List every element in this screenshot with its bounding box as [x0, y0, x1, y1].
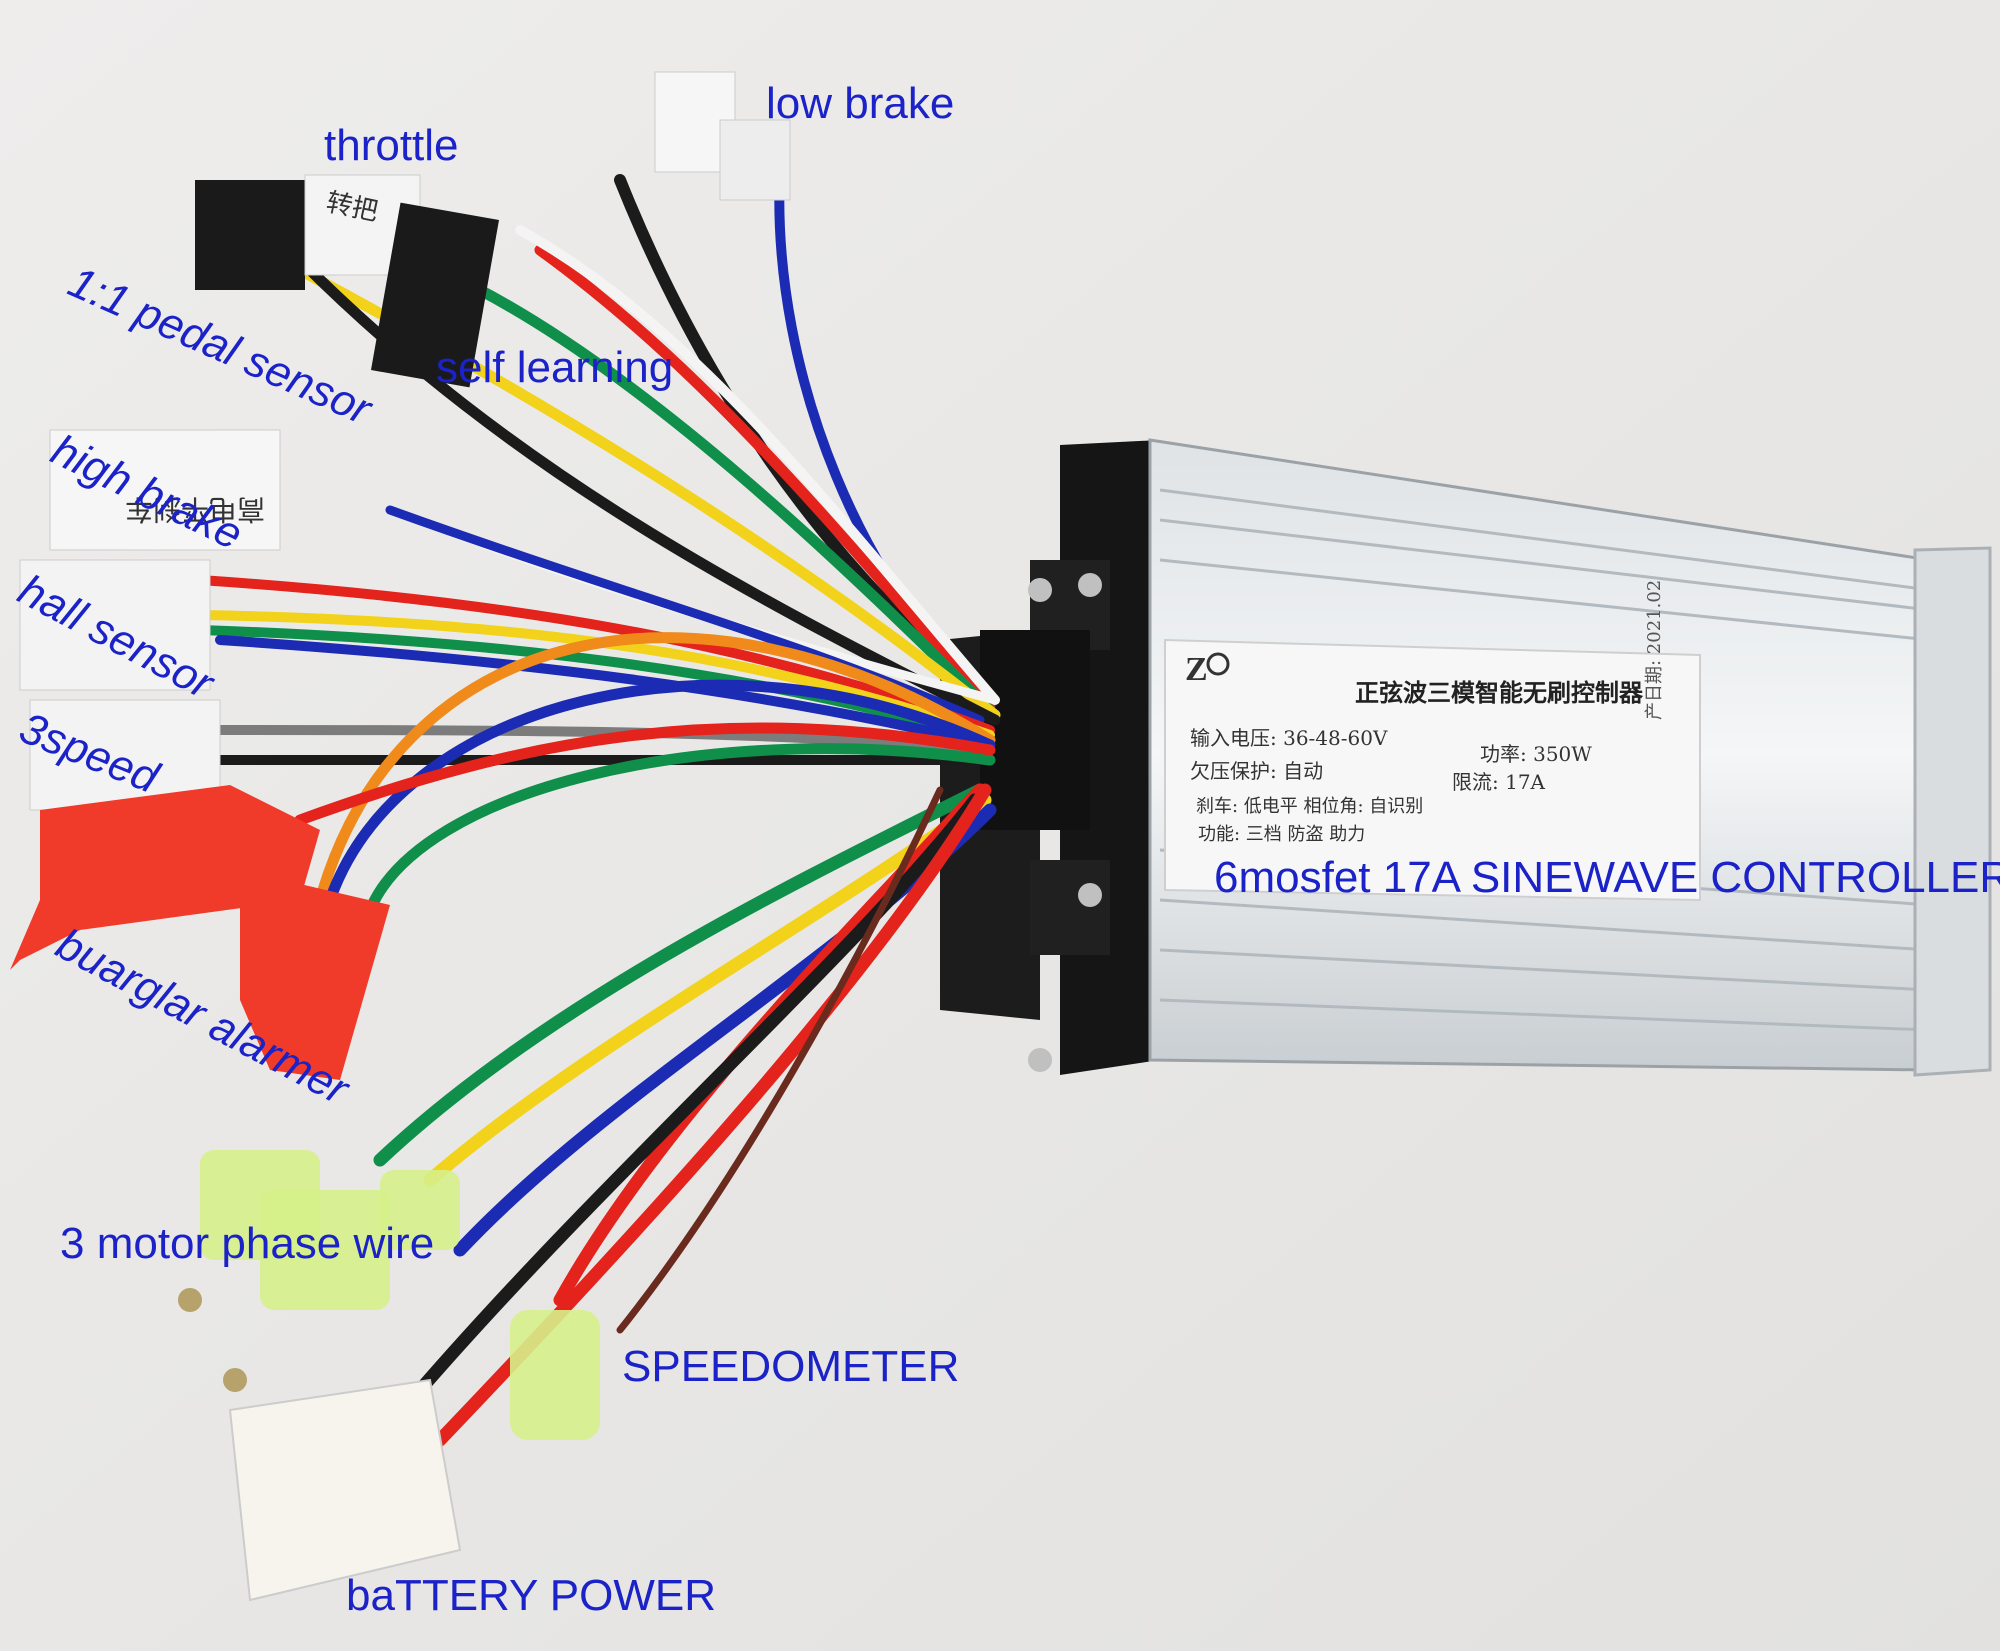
spec-label-function: 功能: 三档 防盗 助力 — [1198, 824, 1366, 845]
spec-label-date-value: 2021.02 — [1644, 579, 1665, 655]
callout-throttle: throttle — [324, 121, 459, 170]
svg-text:高电平刹车: 高电平刹车 — [125, 493, 265, 526]
high-brake-connector: 高电平刹车 — [49, 429, 281, 551]
spec-label-brake: 刹车: 低电平 相位角: 自识别 — [1196, 796, 1424, 817]
controller-spec-label — [1164, 638, 1701, 902]
low-brake-connector — [654, 71, 791, 201]
self-learning-connector — [370, 202, 500, 388]
battery-power-connector — [228, 1378, 462, 1602]
company-logo-icon: Z — [1185, 651, 1230, 688]
svg-text:Z: Z — [1185, 651, 1208, 688]
red-connector — [10, 785, 320, 970]
speedometer-terminal — [510, 1310, 600, 1440]
callout-motor-phase-wire: 3 motor phase wire — [60, 1219, 435, 1268]
phase-wire-terminals — [178, 1150, 460, 1392]
spec-label-date-prefix: 产日期: — [1644, 659, 1665, 720]
callout-self-learning: self learning — [436, 343, 674, 392]
spec-label-undervoltage: 欠压保护: 自动 — [1190, 759, 1324, 783]
callout-battery-power: baTTERY POWER — [346, 1571, 717, 1620]
callout-low-brake: low brake — [766, 79, 955, 128]
spec-label-current-limit: 限流: 17A — [1452, 770, 1545, 794]
spec-label-title: 正弦波三模智能无刷控制器 — [1355, 678, 1643, 707]
spec-label-input-voltage: 输入电压: 36-48-60V — [1190, 726, 1388, 750]
throttle-connector: 转把 — [195, 174, 421, 290]
callout-controller: 6mosfet 17A SINEWAVE CONTROLLER — [1214, 853, 2000, 902]
spec-label-date: 产日期: 2021.02 — [1640, 580, 1666, 720]
hall-sensor-connector — [19, 559, 211, 691]
spec-label-power: 功率: 350W — [1480, 742, 1592, 766]
callout-speedometer: SPEEDOMETER — [622, 1342, 960, 1391]
burglar-alarmer-connector — [240, 870, 390, 1080]
